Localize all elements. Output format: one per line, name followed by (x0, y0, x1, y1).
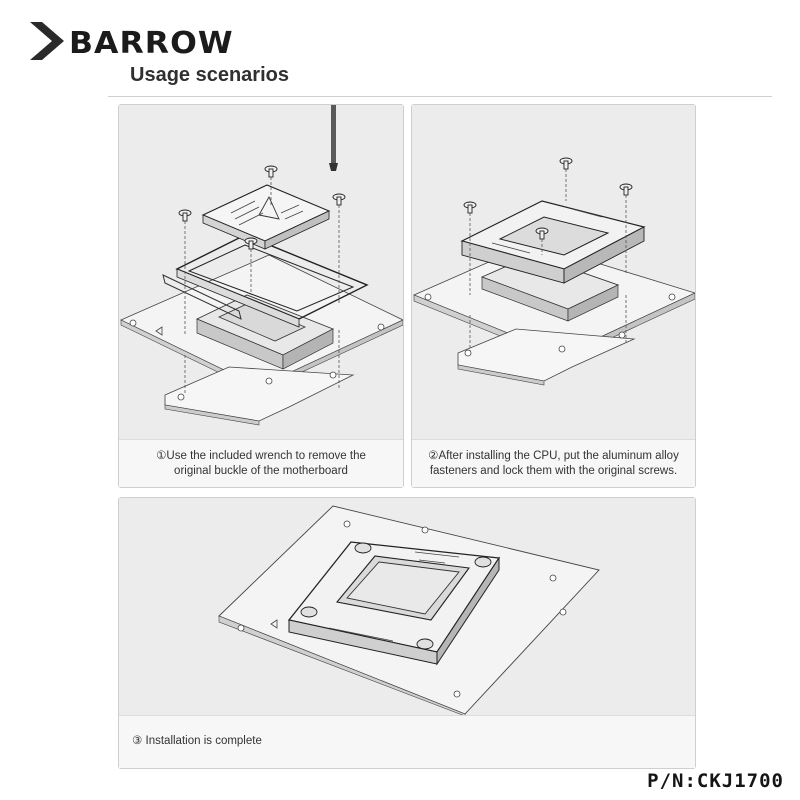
brand-name: BARROW (69, 26, 234, 61)
step-1-panel: ①Use the included wrench to remove the o… (118, 104, 404, 488)
step-3-number: ③ (132, 735, 143, 747)
step-2-caption: ②After installing the CPU, put the alumi… (412, 439, 695, 487)
step-1-text-line1: Use the included wrench to remove the (166, 450, 366, 462)
step-3-caption: ③ Installation is complete (119, 715, 695, 768)
brand-logo (28, 16, 68, 66)
step-3-illustration (119, 498, 695, 716)
page-title: Usage scenarios (130, 64, 289, 86)
step-2-illustration (412, 105, 695, 440)
step-2-panel: ②After installing the CPU, put the alumi… (411, 104, 696, 488)
step-1-illustration (119, 105, 403, 440)
step-1-text-line2: original buckle of the motherboard (174, 465, 348, 477)
step-2-text-line1: After installing the CPU, put the alumin… (438, 450, 679, 462)
step-3-panel: ③ Installation is complete (118, 497, 696, 769)
step-2-number: ② (428, 450, 439, 462)
step-3-text: Installation is complete (145, 735, 262, 747)
step-1-caption: ①Use the included wrench to remove the o… (119, 439, 403, 487)
step-1-number: ① (156, 450, 167, 462)
barrow-arrow-icon (30, 22, 64, 60)
step-2-text-line2: fasteners and lock them with the origina… (429, 465, 678, 477)
part-number: P/N:CKJ1700 (647, 770, 784, 792)
title-divider (108, 96, 772, 97)
